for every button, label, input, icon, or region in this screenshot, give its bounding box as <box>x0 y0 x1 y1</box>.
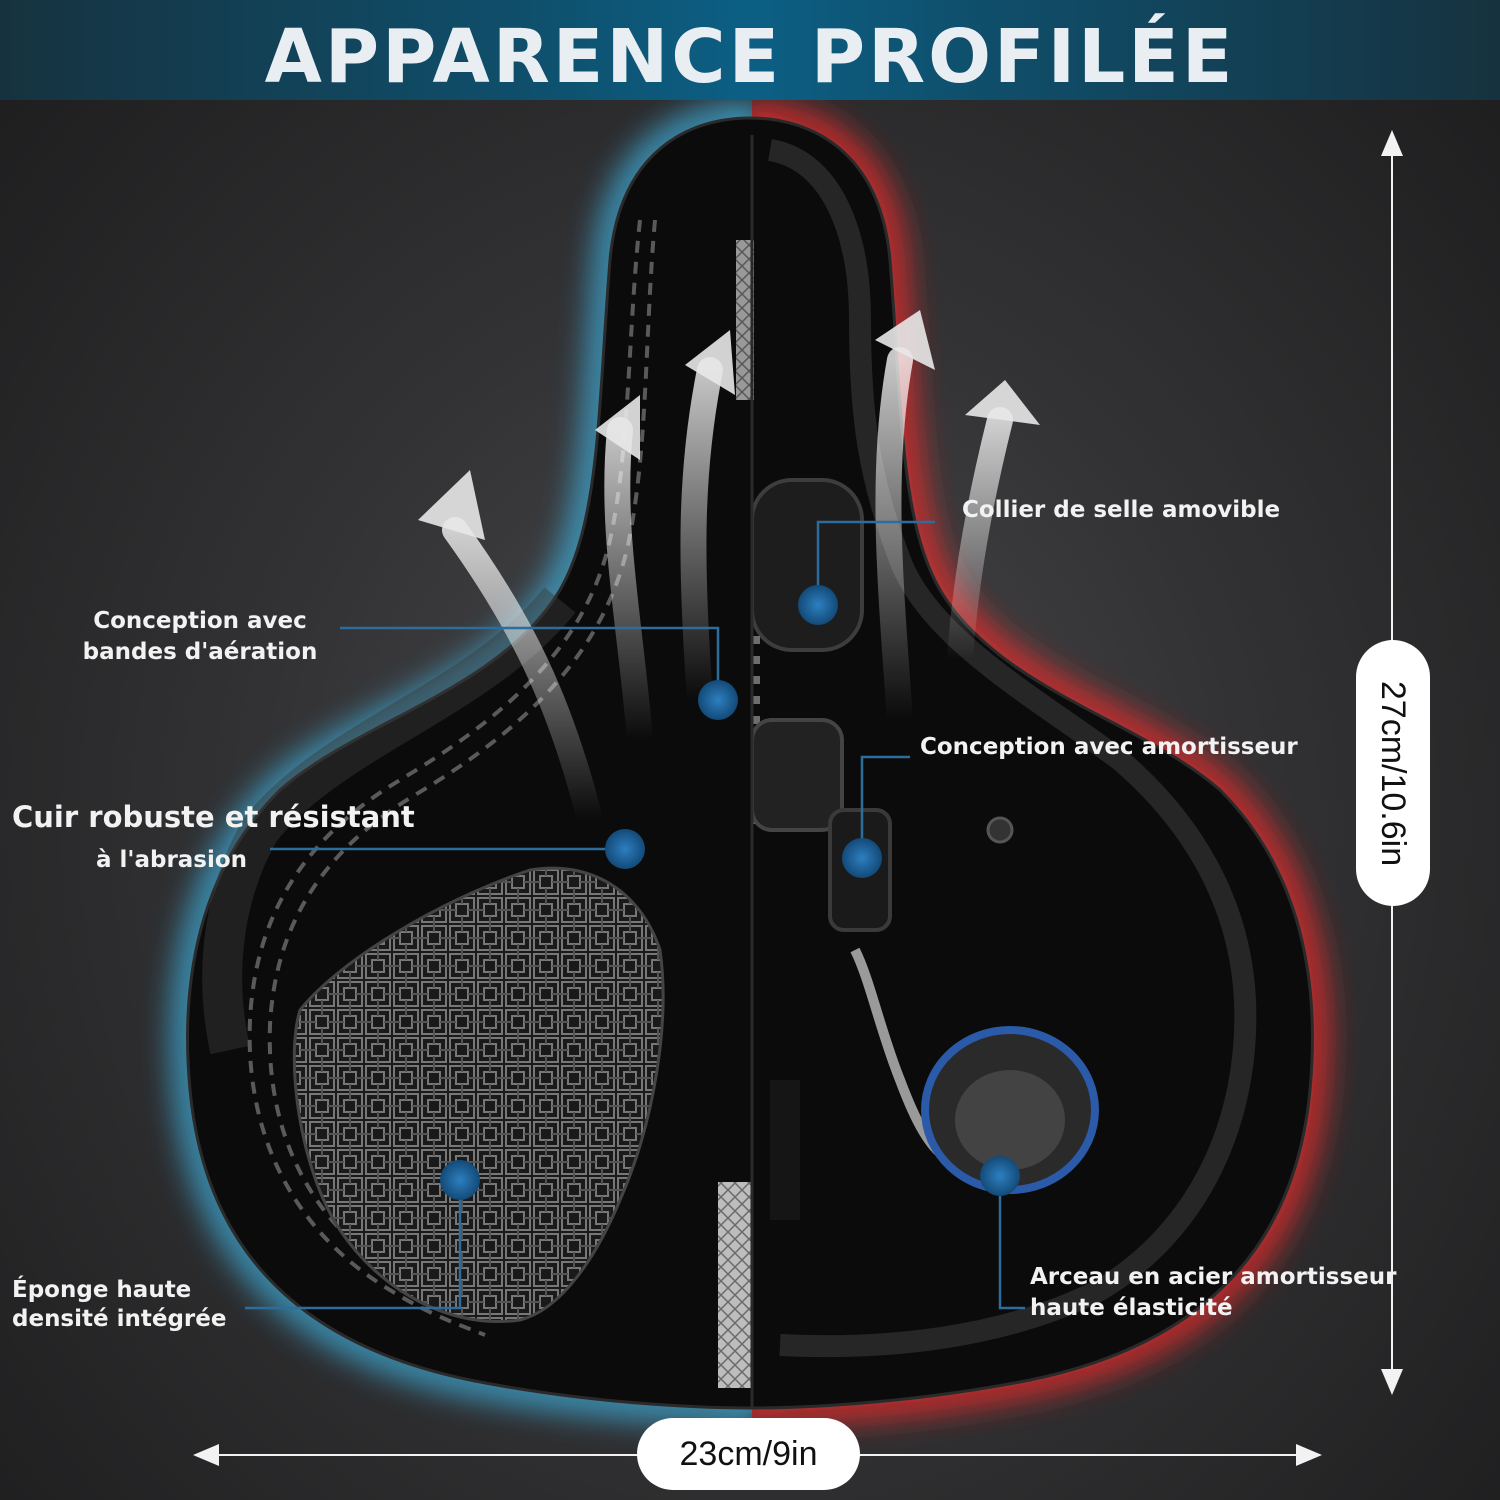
gel-panel <box>292 866 665 1323</box>
callout-dot-eponge <box>440 1160 480 1200</box>
label-aeration-line2: bandes d'aération <box>82 639 318 665</box>
width-arrow-left-icon <box>193 1444 219 1466</box>
airflow-arrows <box>442 347 1013 833</box>
reflective-strip-nose <box>736 240 754 400</box>
label-arceau: Arceau en acier amortisseur haute élasti… <box>1030 1262 1396 1324</box>
page-title: APPARENCE PROFILÉE <box>264 14 1236 100</box>
label-arceau-line1: Arceau en acier amortisseur <box>1030 1264 1397 1290</box>
seat-clamp <box>752 478 864 652</box>
title-banner <box>0 0 1500 100</box>
label-collier: Collier de selle amovible <box>962 497 1281 523</box>
label-cuir-sub: à l'abrasion <box>96 847 248 873</box>
label-aeration-line1: Conception avec <box>93 608 307 634</box>
height-arrow-top-icon <box>1381 130 1403 156</box>
height-arrow-bottom-icon <box>1381 1369 1403 1395</box>
callout-dot-amortisseur <box>842 838 882 878</box>
height-dimension-text: 27cm/10.6in <box>1374 680 1413 866</box>
reflective-strip-rear <box>718 1182 752 1388</box>
width-arrow-right-icon <box>1296 1444 1322 1466</box>
callout-dot-arceau <box>980 1156 1020 1196</box>
callout-lines <box>245 520 1025 1310</box>
label-arceau-line2: haute élasticité <box>1030 1295 1233 1321</box>
label-eponge-line2: densité intégrée <box>12 1306 227 1332</box>
width-dimension-badge: 23cm/9in <box>637 1418 860 1490</box>
callout-dot-aeration <box>698 680 738 720</box>
label-aeration: Conception avec bandes d'aération <box>60 606 340 668</box>
callout-dot-collier <box>798 585 838 625</box>
height-dimension-badge: 27cm/10.6in <box>1356 640 1430 906</box>
label-eponge-line1: Éponge haute <box>12 1277 192 1303</box>
label-amortisseur: Conception avec amortisseur <box>920 734 1298 760</box>
width-dimension-text: 23cm/9in <box>679 1434 818 1473</box>
label-eponge: Éponge haute densité intégrée <box>12 1276 226 1334</box>
callout-dot-cuir <box>605 829 645 869</box>
label-cuir: Cuir robuste et résistant <box>12 800 415 834</box>
